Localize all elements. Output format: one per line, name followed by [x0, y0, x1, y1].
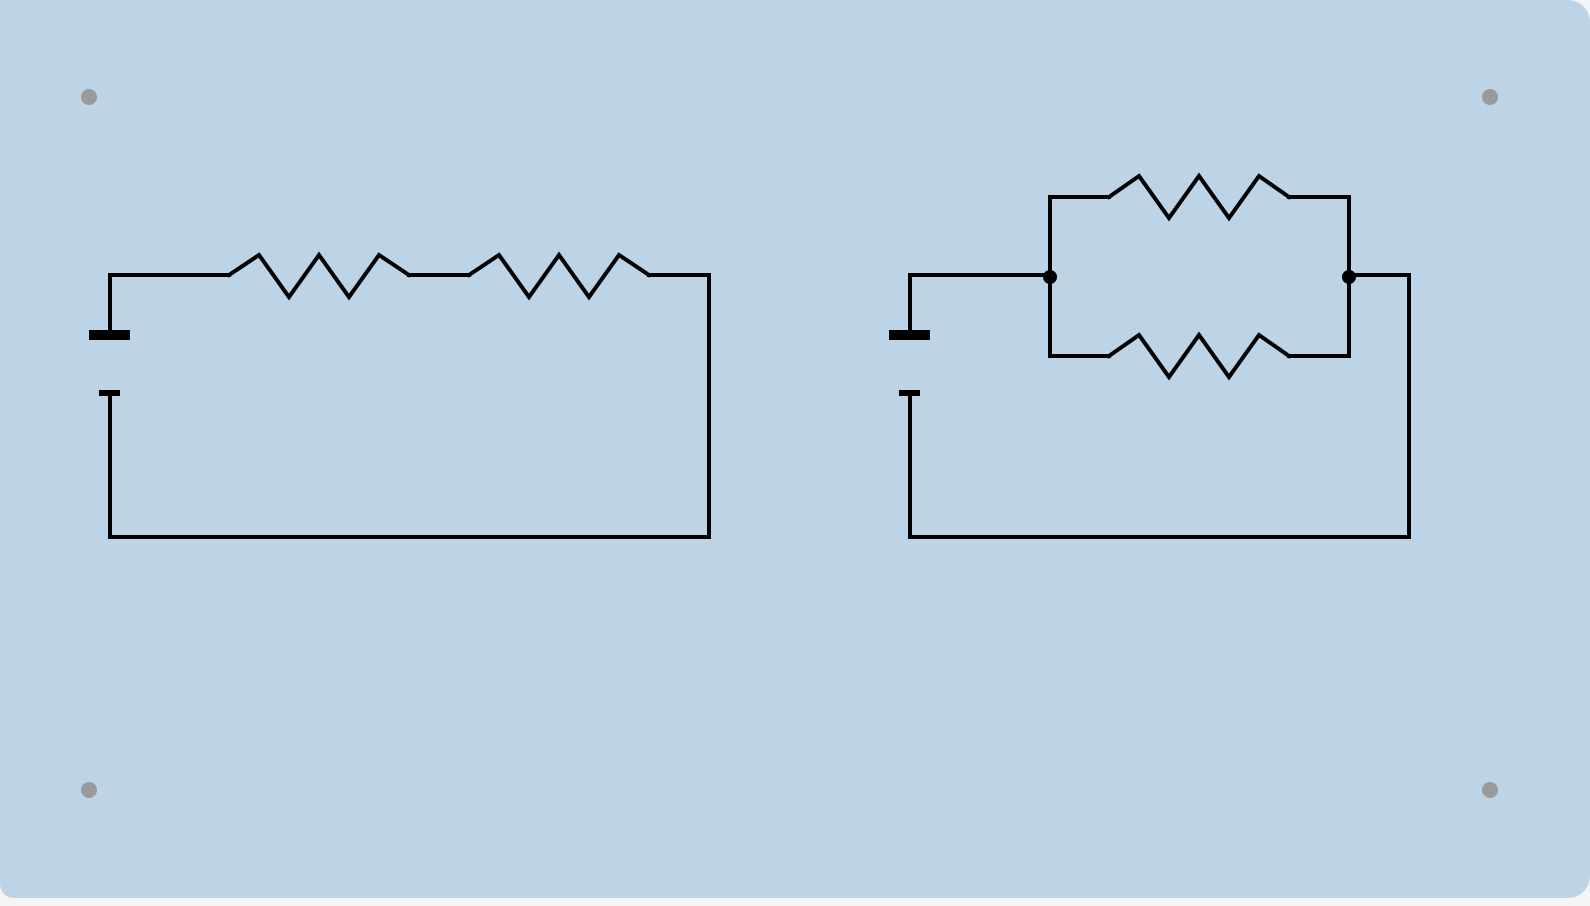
series-wire-right	[108, 273, 711, 539]
parallel-battery-short-plate	[899, 390, 920, 396]
parallel-battery-long-plate	[889, 330, 930, 340]
parallel-wire-left-branch	[1048, 195, 1111, 358]
series-battery	[89, 330, 130, 396]
series-resistor-1	[226, 251, 412, 301]
parallel-battery	[889, 330, 930, 396]
screw-bottom-left	[81, 782, 97, 798]
parallel-resistor-top	[1106, 172, 1292, 222]
parallel-junction-left	[1043, 270, 1057, 284]
parallel-wire-feed	[908, 273, 1052, 332]
series-battery-long-plate	[89, 330, 130, 340]
parallel-wire-right-branch	[1287, 195, 1351, 358]
series-resistor-2	[466, 251, 652, 301]
series-wire-top-left	[108, 273, 231, 332]
screw-top-left	[81, 89, 97, 105]
series-circuit	[89, 251, 711, 539]
series-battery-short-plate	[99, 390, 120, 396]
screw-top-right	[1482, 89, 1498, 105]
parallel-wire-return	[908, 273, 1411, 539]
parallel-junction-right	[1342, 270, 1356, 284]
screw-bottom-right	[1482, 782, 1498, 798]
parallel-circuit	[889, 172, 1411, 539]
parallel-resistor-bottom	[1106, 331, 1292, 381]
